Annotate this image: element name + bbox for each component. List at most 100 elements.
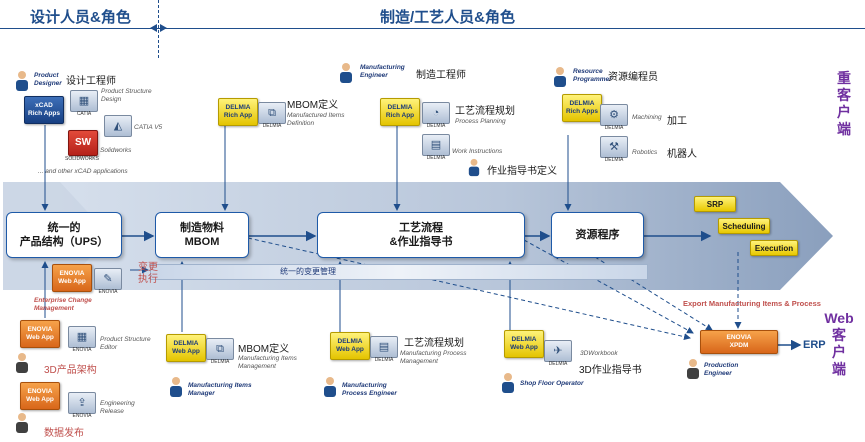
work-instructions-icon-caption: DELMIA bbox=[426, 155, 446, 161]
work-instructions-person-icon bbox=[467, 158, 481, 182]
web-client-label: Web 客 户 端 bbox=[824, 310, 854, 377]
engineering-release-icon-caption: ENOVIA bbox=[72, 413, 92, 419]
designer-role: Product Designer bbox=[34, 72, 62, 87]
architecture-person-icon bbox=[14, 352, 30, 379]
srp-button[interactable]: SRP bbox=[694, 196, 736, 212]
release-cn: 数据发布 bbox=[44, 428, 84, 439]
xcad-rich-apps-badge[interactable]: xCAD Rich Apps bbox=[24, 96, 64, 124]
header-divider bbox=[158, 0, 159, 58]
header-manufacturing-roles: 制造/工艺人员&角色 bbox=[380, 9, 516, 26]
production-engineer-role: Production Engineer bbox=[704, 362, 739, 377]
workbook-label: 3DWorkbook bbox=[580, 350, 618, 357]
machining-icon: ⚙ bbox=[600, 104, 628, 126]
mfg-process-planning-cn: 工艺流程规划 bbox=[404, 338, 464, 349]
header-line-arrow bbox=[150, 24, 157, 32]
architecture-cn: 3D产品架构 bbox=[44, 365, 97, 376]
heavy-client-label: 重 客 户 端 bbox=[837, 70, 851, 137]
enovia-web-app-change-label: ENOVIA Web App bbox=[58, 270, 86, 285]
delmia-rich-app-mbom-badge[interactable]: DELMIA Rich App bbox=[218, 98, 258, 126]
execution-button[interactable]: Execution bbox=[750, 240, 798, 256]
change-management-bar bbox=[150, 264, 648, 280]
shop-floor-role: Shop Floor Operator bbox=[520, 380, 584, 387]
xcad-badge-label: xCAD Rich Apps bbox=[28, 102, 60, 117]
enovia-web-app-release-badge[interactable]: ENOVIA Web App bbox=[20, 382, 60, 410]
process-planning-cn: 工艺流程规划 bbox=[455, 106, 515, 117]
delmia-web-app-workbook-badge[interactable]: DELMIA Web App bbox=[504, 330, 544, 358]
engineering-release-icon: ⇪ bbox=[68, 392, 96, 414]
designer-person-icon bbox=[14, 70, 30, 97]
catia-icon: ◭ bbox=[104, 115, 132, 137]
process-ups-label: 统一的 产品结构（UPS） bbox=[19, 222, 109, 248]
enovia-xpdm-label: ENOVIA XPDM bbox=[726, 334, 752, 349]
mbom-definition-icon: ⧉ bbox=[258, 102, 286, 124]
work-instructions-icon: ▤ bbox=[422, 134, 450, 156]
mbom-management-icon: ⧉ bbox=[206, 338, 234, 360]
delmia-rich-apps-resource-badge[interactable]: DELMIA Rich Apps bbox=[562, 94, 602, 122]
process-box-planning[interactable]: 工艺流程 &作业指导书 bbox=[317, 212, 525, 258]
mfg-process-management-label: Manufacturing Process Management bbox=[400, 350, 467, 365]
other-xcad-label: ... and other xCAD applications bbox=[38, 168, 128, 175]
mbom-management-label: Manufacturing Items Management bbox=[238, 355, 297, 370]
product-structure-editor-label: Product Structure Editor bbox=[100, 336, 151, 351]
machining-icon-caption: DELMIA bbox=[604, 125, 624, 131]
solidworks-icon: SW bbox=[68, 130, 98, 156]
enovia-web-app-pse-badge[interactable]: ENOVIA Web App bbox=[20, 320, 60, 348]
robotics-icon: ⚒ bbox=[600, 136, 628, 158]
mbom-manager-role: Manufacturing Items Manager bbox=[188, 382, 252, 397]
scheduling-button[interactable]: Scheduling bbox=[718, 218, 770, 234]
enterprise-change-label: Enterprise Change Management bbox=[34, 297, 92, 312]
robotics-label: Robotics bbox=[632, 149, 658, 156]
process-engineer-role: Manufacturing Process Engineer bbox=[342, 382, 397, 397]
resource-programmer-person-icon bbox=[552, 66, 568, 93]
mfg-engineer-cn: 制造工程师 bbox=[416, 70, 466, 81]
solidworks-icon-caption: SOLIDWORKS bbox=[65, 156, 99, 162]
process-planning-icon: ◔ bbox=[422, 102, 450, 124]
process-resource-label: 资源程序 bbox=[575, 229, 620, 241]
mfg-engineer-person-icon bbox=[338, 62, 354, 89]
engineering-release-label: Engineering Release bbox=[100, 400, 135, 415]
product-structure-editor-icon: ▦ bbox=[68, 326, 96, 348]
workbook-icon-caption: DELMIA bbox=[548, 361, 568, 367]
mfg-process-management-icon: ▤ bbox=[370, 336, 398, 358]
delmia-rich-app-mbom-label: DELMIA Rich App bbox=[223, 104, 253, 119]
process-mbom-label: 制造物料 MBOM bbox=[180, 222, 224, 248]
delmia-rich-app-planning-badge[interactable]: DELMIA Rich App bbox=[380, 98, 420, 126]
robotics-cn: 机器人 bbox=[667, 149, 697, 160]
enovia-xpdm-badge[interactable]: ENOVIA XPDM bbox=[700, 330, 778, 354]
machining-cn: 加工 bbox=[667, 116, 687, 127]
process-box-ups[interactable]: 统一的 产品结构（UPS） bbox=[6, 212, 122, 258]
header-line bbox=[0, 28, 865, 29]
delmia-web-app-mbom-label: DELMIA Web App bbox=[172, 340, 200, 355]
release-person-icon bbox=[14, 412, 30, 439]
process-box-mbom[interactable]: 制造物料 MBOM bbox=[155, 212, 249, 258]
mbom-definition-icon-caption: DELMIA bbox=[262, 123, 282, 129]
delmia-web-app-workbook-label: DELMIA Web App bbox=[510, 336, 538, 351]
delmia-web-app-mbom-badge[interactable]: DELMIA Web App bbox=[166, 334, 206, 362]
erp-label: ERP bbox=[803, 339, 826, 351]
header-design-roles: 设计人员&角色 bbox=[30, 9, 131, 26]
delmia-web-app-planning-badge[interactable]: DELMIA Web App bbox=[330, 332, 370, 360]
change-execution-icon: ✎ bbox=[94, 268, 122, 290]
product-structure-design-label: Product Structure Design bbox=[101, 88, 152, 103]
export-label: Export Manufacturing Items & Process bbox=[683, 299, 821, 308]
process-box-resource[interactable]: 资源程序 bbox=[551, 212, 644, 258]
mfg-process-management-icon-caption: DELMIA bbox=[374, 357, 394, 363]
resource-programmer-role: Resource Programmer bbox=[573, 68, 612, 83]
solidworks-label: Solidworks bbox=[100, 147, 132, 154]
enovia-web-app-change-badge[interactable]: ENOVIA Web App bbox=[52, 264, 92, 292]
process-engineer-person-icon bbox=[322, 376, 338, 403]
mbom-definition-cn: MBOM定义 bbox=[287, 100, 339, 111]
designer-cn: 设计工程师 bbox=[66, 76, 116, 87]
header-line-arrow-right bbox=[160, 24, 167, 32]
process-planning-icon-caption: DELMIA bbox=[426, 123, 446, 129]
mbom-management-icon-caption: DELMIA bbox=[210, 359, 230, 365]
mbom-management-cn: MBOM定义 bbox=[238, 344, 290, 355]
workbook-icon: ✈ bbox=[544, 340, 572, 362]
resource-programmer-cn: 资源编程员 bbox=[608, 72, 658, 83]
enovia-web-app-pse-label: ENOVIA Web App bbox=[26, 326, 54, 341]
production-engineer-person-icon bbox=[685, 358, 701, 385]
delmia-web-app-planning-label: DELMIA Web App bbox=[336, 338, 364, 353]
delmia-rich-apps-resource-label: DELMIA Rich Apps bbox=[566, 100, 598, 115]
workbook-cn: 3D作业指导书 bbox=[579, 365, 642, 376]
mbom-manager-person-icon bbox=[168, 376, 184, 403]
